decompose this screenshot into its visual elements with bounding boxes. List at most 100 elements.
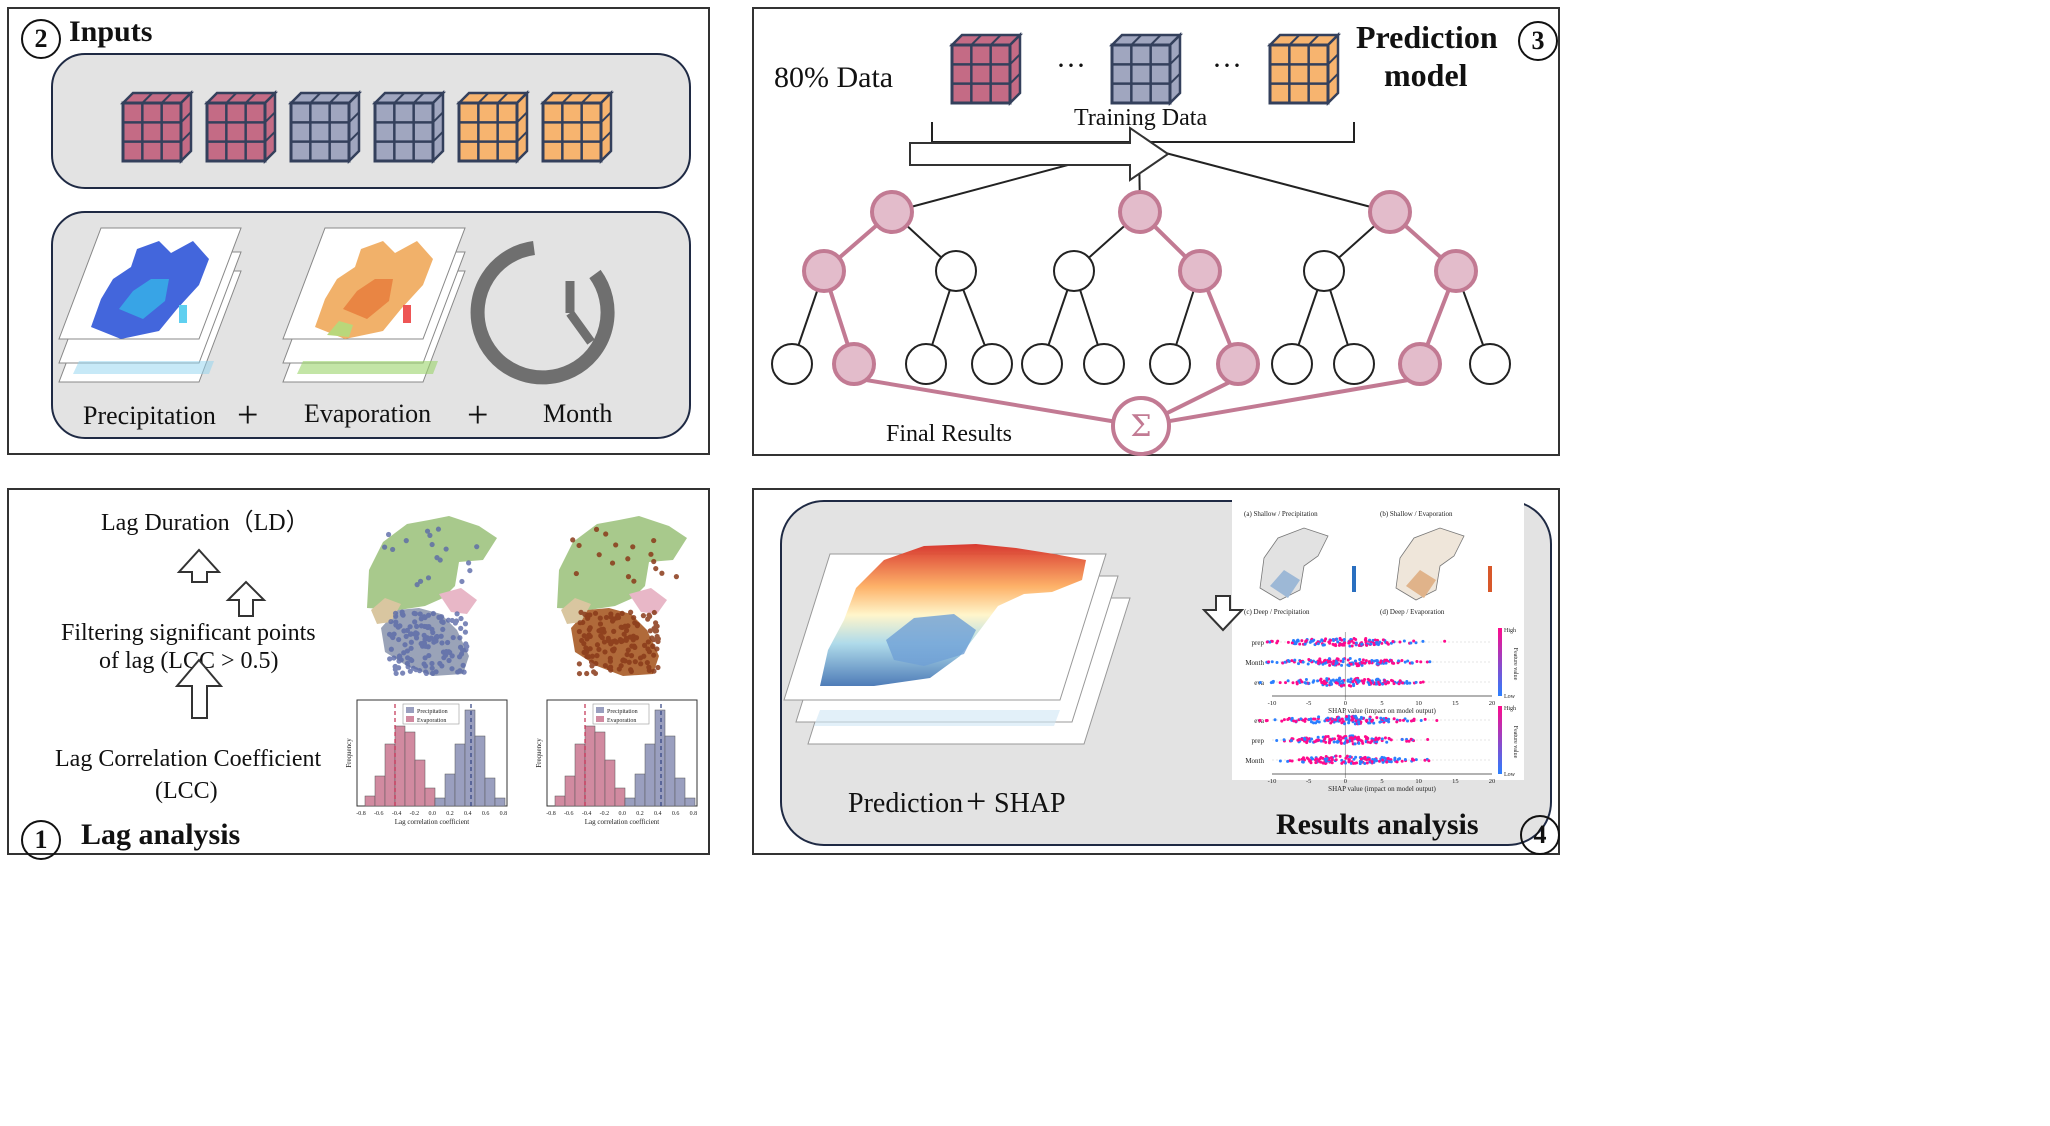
- hist-tick-label: -0.8: [356, 811, 366, 817]
- shap-point-bottom: [1258, 718, 1262, 722]
- shap-point-top: [1340, 679, 1344, 683]
- hist-tick-label: 0.2: [446, 811, 454, 817]
- shap-point-top: [1331, 642, 1335, 646]
- hist-x-axis-label: Lag correlation coefficient: [395, 818, 470, 826]
- hist-bar-evaporation: [684, 797, 696, 807]
- shap-point-top: [1364, 659, 1368, 663]
- shap-point-top: [1334, 644, 1338, 648]
- shap-point-bottom: [1378, 720, 1382, 724]
- shap-point-bottom: [1382, 717, 1386, 721]
- input-maps: [58, 227, 615, 385]
- shap-point-bottom: [1311, 757, 1315, 761]
- shap-point-bottom: [1300, 737, 1304, 741]
- plus-sign-2: +: [467, 394, 489, 436]
- hist-tick-label: 0.2: [636, 811, 644, 817]
- shap-point-top: [1368, 638, 1372, 642]
- shap-tick-label: 20: [1489, 700, 1496, 707]
- shap-point-bottom: [1337, 737, 1341, 741]
- shap-point-top: [1414, 641, 1418, 645]
- hist-bar-evaporation: [674, 777, 686, 807]
- shap-point-top: [1349, 662, 1353, 666]
- shap-point-top: [1351, 680, 1355, 684]
- shap-point-bottom: [1310, 737, 1314, 741]
- shap-point-bottom: [1409, 737, 1413, 741]
- shap-point-top: [1278, 681, 1282, 685]
- shap-point-top: [1316, 642, 1320, 646]
- shap-point-top: [1383, 679, 1387, 683]
- shap-point-bottom: [1309, 720, 1313, 724]
- shap-point-bottom: [1330, 758, 1334, 762]
- hist-bar-evaporation: [474, 735, 486, 807]
- shap-point-top: [1408, 681, 1412, 685]
- hist-bar-precipitation: [584, 725, 596, 807]
- hist-bar-precipitation: [554, 795, 566, 807]
- training-cube-1: [948, 31, 1024, 107]
- input-cube-4: [371, 89, 447, 165]
- shap-point-top: [1348, 644, 1352, 648]
- shap-point-bottom: [1435, 719, 1439, 723]
- shap-point-top: [1357, 644, 1361, 648]
- shap-point-bottom: [1317, 759, 1321, 763]
- lcc-label-line1: Lag Correlation Coefficient: [55, 746, 322, 772]
- shap-point-top: [1409, 641, 1413, 645]
- shap-point-bottom: [1345, 754, 1349, 758]
- hist-tick-label: 0.4: [654, 811, 662, 817]
- tree-leaf-node: [832, 342, 876, 386]
- shap-point-top: [1283, 660, 1287, 664]
- shap-point-bottom: [1347, 760, 1351, 764]
- shap-point-top: [1299, 659, 1303, 663]
- shap-point-bottom: [1363, 755, 1367, 759]
- ellipsis-1: ···: [1056, 49, 1086, 82]
- shap-point-bottom: [1353, 735, 1357, 739]
- shap-point-top: [1291, 681, 1295, 685]
- panel-number-3: 3: [1518, 21, 1558, 61]
- shap-point-top: [1295, 682, 1299, 686]
- shap-point-top: [1376, 680, 1380, 684]
- shap-point-top: [1342, 657, 1346, 661]
- hist-bar-precipitation: [574, 743, 586, 807]
- shap-point-bottom: [1323, 757, 1327, 761]
- prediction-caption: Prediction: [848, 788, 964, 819]
- shap-point-top: [1391, 640, 1395, 644]
- hist-y-axis-label: Frequency: [535, 738, 543, 768]
- shap-point-top: [1284, 681, 1288, 685]
- final-results-label: Final Results: [886, 421, 1013, 447]
- random-forest-diagram: Σ: [771, 31, 1511, 456]
- shap-point-top: [1384, 661, 1388, 665]
- hist-tick-label: 0.8: [500, 811, 508, 817]
- shap-point-bottom: [1357, 722, 1361, 726]
- shap-point-bottom: [1365, 758, 1369, 762]
- shap-point-bottom: [1308, 759, 1312, 763]
- shap-point-bottom: [1357, 741, 1361, 745]
- hist-y-axis-label: Frequency: [345, 738, 353, 768]
- precipitation-map-stack: [58, 227, 242, 383]
- hist-bar-precipitation: [384, 743, 396, 807]
- shap-point-bottom: [1398, 718, 1402, 722]
- shap-feature-label: prep: [1252, 639, 1265, 647]
- shap-point-top: [1319, 677, 1323, 681]
- shap-point-top: [1443, 639, 1447, 643]
- shap-point-bottom: [1317, 720, 1321, 724]
- shap-point-bottom: [1348, 736, 1352, 740]
- tree-node: [935, 250, 977, 292]
- shap-point-top: [1307, 658, 1311, 662]
- input-cube-3: [287, 89, 363, 165]
- shap-point-bottom: [1339, 741, 1343, 745]
- shap-point-bottom: [1354, 715, 1358, 719]
- shap-point-top: [1376, 662, 1380, 666]
- shap-point-top: [1384, 682, 1388, 686]
- shap-point-top: [1342, 643, 1346, 647]
- shap-point-top: [1304, 678, 1308, 682]
- shap-point-bottom: [1265, 718, 1269, 722]
- tree-node: [1434, 249, 1478, 293]
- shap-colorbar-label: Feature value: [1512, 726, 1518, 759]
- shap-point-bottom: [1345, 714, 1349, 718]
- shap-point-bottom: [1340, 721, 1344, 725]
- shap-point-bottom: [1332, 737, 1336, 741]
- shap-point-bottom: [1365, 761, 1369, 765]
- shap-point-top: [1275, 661, 1279, 665]
- shap-point-bottom: [1297, 758, 1301, 762]
- shap-point-bottom: [1348, 755, 1352, 759]
- shap-point-top: [1321, 639, 1325, 643]
- shap-point-top: [1321, 680, 1325, 684]
